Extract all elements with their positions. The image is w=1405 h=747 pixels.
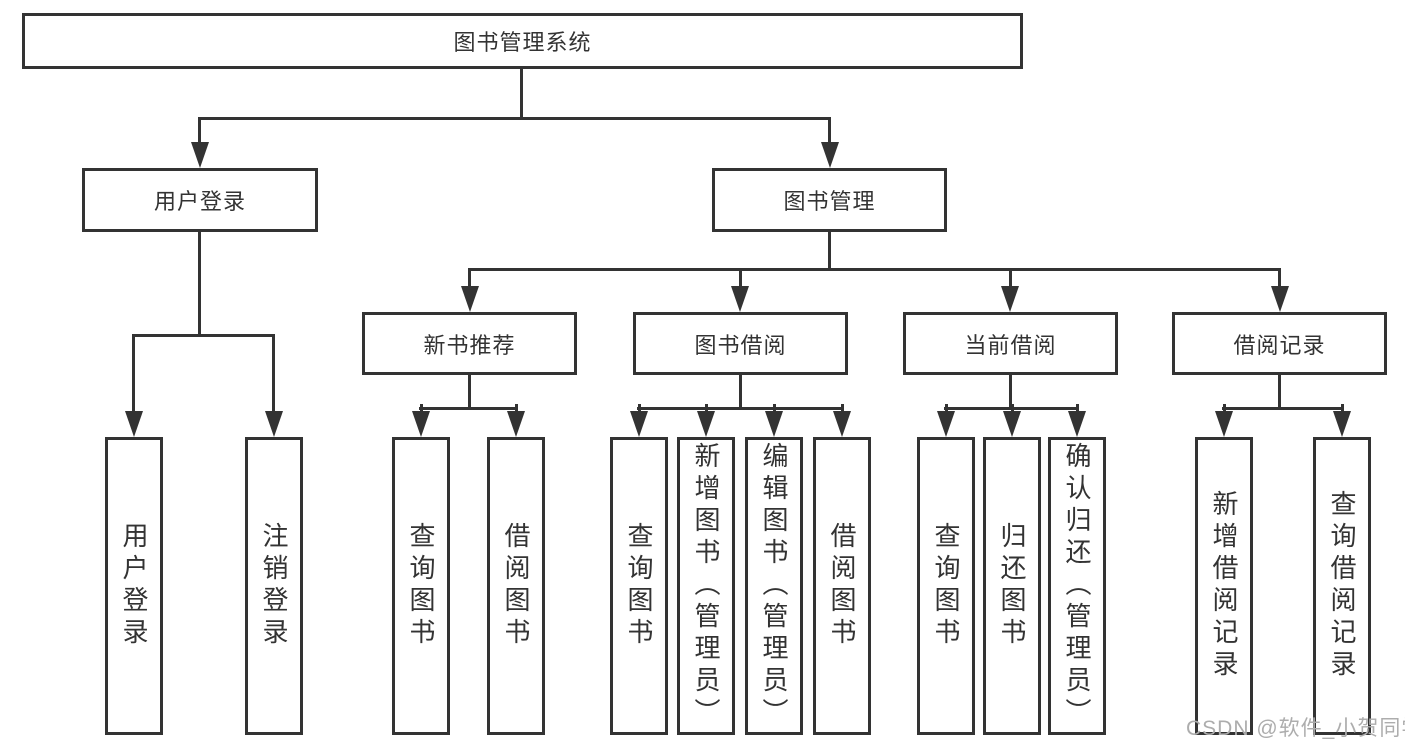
- node-current-borrowing-label: 当前借阅: [964, 332, 1057, 358]
- watermark-text: CSDN @软件_小贺同学: [1186, 717, 1405, 740]
- arrow-down-icon: [125, 411, 143, 437]
- connector-root-stem: [520, 69, 523, 119]
- leaf-current-confirm-return: 确认归还（管理员）: [1048, 437, 1106, 735]
- connector-drop-user-login: [198, 117, 201, 146]
- arrow-down-icon: [461, 286, 479, 312]
- arrow-down-icon: [765, 411, 783, 437]
- node-new-book-recommend: 新书推荐: [362, 312, 577, 375]
- connector-drop-book-management: [828, 117, 831, 146]
- connector-drop-level3: [468, 268, 471, 290]
- leaf-borrowing-borrow-book: 借阅图书: [813, 437, 871, 735]
- arrow-down-icon: [1271, 286, 1289, 312]
- connector-drop-leaf: [132, 334, 135, 415]
- arrow-down-icon: [265, 411, 283, 437]
- leaf-recommend-borrow-book-label: 借阅图书: [501, 522, 531, 650]
- leaf-borrowing-add-book-label: 新增图书（管理员）: [691, 442, 721, 730]
- arrow-down-icon: [412, 411, 430, 437]
- leaf-current-return-book: 归还图书: [983, 437, 1041, 735]
- leaf-borrowing-add-book: 新增图书（管理员）: [677, 437, 735, 735]
- leaf-borrowing-edit-book-label: 编辑图书（管理员）: [759, 442, 789, 730]
- connector-recommend-stem: [468, 375, 471, 409]
- leaf-recommend-query-book-label: 查询图书: [406, 522, 436, 650]
- connector-records-bar: [1222, 407, 1344, 410]
- node-user-login-label: 用户登录: [153, 189, 246, 214]
- connector-drop-leaf: [515, 404, 518, 413]
- leaf-user-login-label: 用户登录: [119, 522, 149, 650]
- arrow-down-icon: [1068, 411, 1086, 437]
- leaf-current-return-book-label: 归还图书: [997, 522, 1027, 650]
- node-new-book-recommend-label: 新书推荐: [423, 332, 516, 358]
- leaf-records-add-record-label: 新增借阅记录: [1209, 490, 1239, 682]
- arrow-down-icon: [821, 142, 839, 168]
- arrow-down-icon: [833, 411, 851, 437]
- connector-drop-leaf: [272, 334, 275, 415]
- connector-drop-leaf: [773, 404, 776, 413]
- connector-root-bar: [198, 117, 831, 120]
- connector-drop-leaf: [1011, 404, 1014, 413]
- node-root-label: 图书管理系统: [453, 30, 592, 55]
- node-current-borrowing: 当前借阅: [903, 312, 1118, 375]
- arrow-down-icon: [1003, 411, 1021, 437]
- leaf-borrowing-edit-book: 编辑图书（管理员）: [745, 437, 803, 735]
- leaf-borrowing-borrow-book-label: 借阅图书: [827, 522, 857, 650]
- arrow-down-icon: [191, 142, 209, 168]
- arrow-down-icon: [1333, 411, 1351, 437]
- node-root: 图书管理系统: [22, 13, 1023, 69]
- connector-drop-level3: [1009, 268, 1012, 290]
- leaf-borrowing-query-book-label: 查询图书: [624, 522, 654, 650]
- connector-drop-leaf: [945, 404, 948, 413]
- leaf-current-query-book-label: 查询图书: [931, 522, 961, 650]
- leaf-current-query-book: 查询图书: [917, 437, 975, 735]
- arrow-down-icon: [937, 411, 955, 437]
- connector-drop-leaf: [1223, 404, 1226, 413]
- connector-recommend-bar: [419, 407, 518, 410]
- connector-drop-leaf: [841, 404, 844, 413]
- arrow-down-icon: [1215, 411, 1233, 437]
- arrow-down-icon: [630, 411, 648, 437]
- connector-drop-leaf: [1076, 404, 1079, 413]
- node-book-borrowing-label: 图书借阅: [694, 332, 787, 358]
- arrow-down-icon: [697, 411, 715, 437]
- connector-drop-leaf: [638, 404, 641, 413]
- connector-drop-level3: [739, 268, 742, 290]
- connector-drop-leaf: [420, 404, 423, 413]
- connector-drop-leaf: [1341, 404, 1344, 413]
- connector-drop-level3: [1278, 268, 1281, 290]
- leaf-logout-login-label: 注销登录: [259, 522, 289, 650]
- node-borrowing-records: 借阅记录: [1172, 312, 1387, 375]
- connector-borrowing-bar: [637, 407, 844, 410]
- node-book-management: 图书管理: [712, 168, 947, 232]
- arrow-down-icon: [1001, 286, 1019, 312]
- connector-drop-leaf: [705, 404, 708, 413]
- connector-user-login-bar: [132, 334, 275, 337]
- leaf-records-add-record: 新增借阅记录: [1195, 437, 1253, 735]
- connector-records-stem: [1278, 375, 1281, 409]
- node-book-borrowing: 图书借阅: [633, 312, 848, 375]
- node-book-management-label: 图书管理: [783, 189, 876, 214]
- arrow-down-icon: [507, 411, 525, 437]
- connector-book-management-bar: [468, 268, 1281, 271]
- leaf-recommend-query-book: 查询图书: [392, 437, 450, 735]
- connector-user-login-stem: [198, 232, 201, 336]
- leaf-current-confirm-return-label: 确认归还（管理员）: [1062, 442, 1092, 730]
- connector-current-stem: [1009, 375, 1012, 409]
- leaf-borrowing-query-book: 查询图书: [610, 437, 668, 735]
- connector-book-management-stem: [828, 232, 831, 271]
- leaf-records-query-record: 查询借阅记录: [1313, 437, 1371, 735]
- node-borrowing-records-label: 借阅记录: [1233, 332, 1326, 358]
- arrow-down-icon: [731, 286, 749, 312]
- leaf-logout-login: 注销登录: [245, 437, 303, 735]
- leaf-user-login: 用户登录: [105, 437, 163, 735]
- leaf-records-query-record-label: 查询借阅记录: [1327, 490, 1357, 682]
- connector-borrowing-stem: [739, 375, 742, 409]
- node-user-login: 用户登录: [82, 168, 318, 232]
- leaf-recommend-borrow-book: 借阅图书: [487, 437, 545, 735]
